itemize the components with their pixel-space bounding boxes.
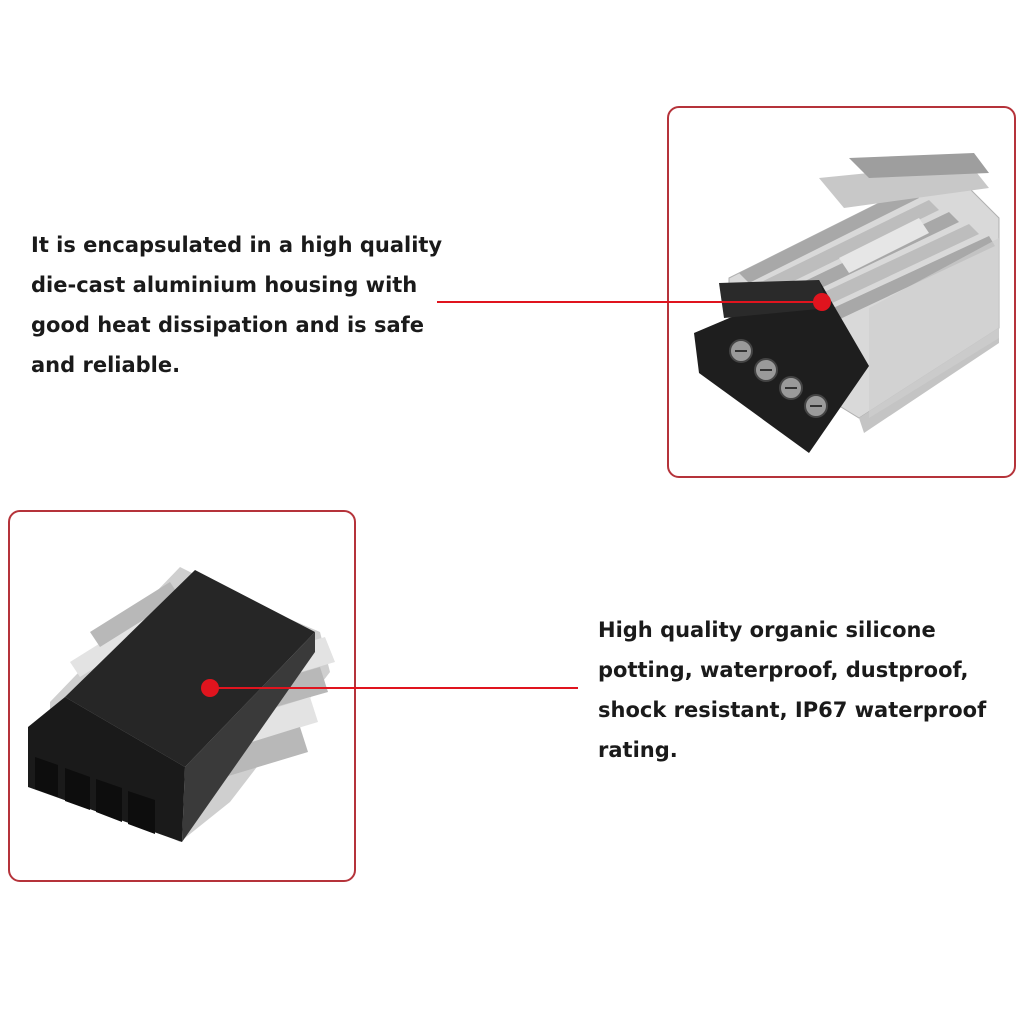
terminal-block [694, 280, 869, 453]
potting-photo-frame [8, 510, 356, 882]
housing-photo-frame [667, 106, 1016, 478]
converter-potting-image [28, 567, 335, 842]
potting-feature-text: High quality organic silicone potting, w… [598, 618, 987, 762]
terminal-slots [35, 757, 155, 834]
housing-feature-text: It is encapsulated in a high quality die… [31, 233, 443, 377]
converter-housing-image [694, 153, 1000, 453]
